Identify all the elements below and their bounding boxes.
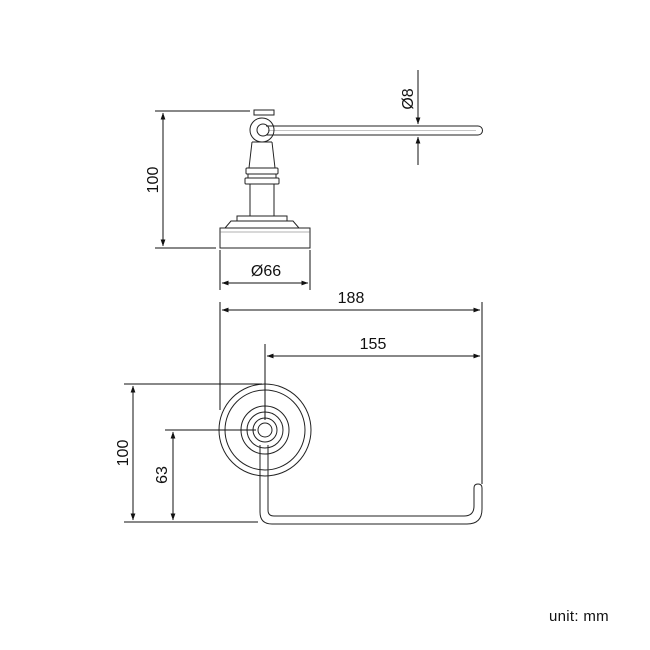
front-arm xyxy=(259,445,483,525)
dim-side-height-label: 100 xyxy=(145,167,162,194)
dim-arm-height xyxy=(165,429,256,521)
side-knob xyxy=(249,117,275,143)
dim-arm-width xyxy=(264,344,481,420)
unit-label: unit: mm xyxy=(549,608,609,625)
dim-total-width-label: 188 xyxy=(338,290,365,307)
side-bar xyxy=(266,125,483,136)
dim-front-height xyxy=(124,383,262,523)
front-rosette-center xyxy=(257,422,273,438)
side-top-cap xyxy=(253,109,275,116)
side-view xyxy=(219,109,483,249)
dim-bar-diameter-label: Ø8 xyxy=(400,88,417,109)
dim-base-diameter-label: Ø66 xyxy=(251,263,281,280)
front-view xyxy=(218,383,483,525)
dim-side-height xyxy=(155,110,250,249)
side-base-top xyxy=(236,215,288,222)
dim-arm-height-label: 63 xyxy=(154,466,171,484)
dim-arm-width-label: 155 xyxy=(360,336,387,353)
dim-base-diameter xyxy=(219,250,311,290)
side-neck xyxy=(248,141,276,169)
dim-front-height-label: 100 xyxy=(115,440,132,467)
side-base-plate xyxy=(219,227,311,249)
dim-total-width xyxy=(219,302,483,484)
